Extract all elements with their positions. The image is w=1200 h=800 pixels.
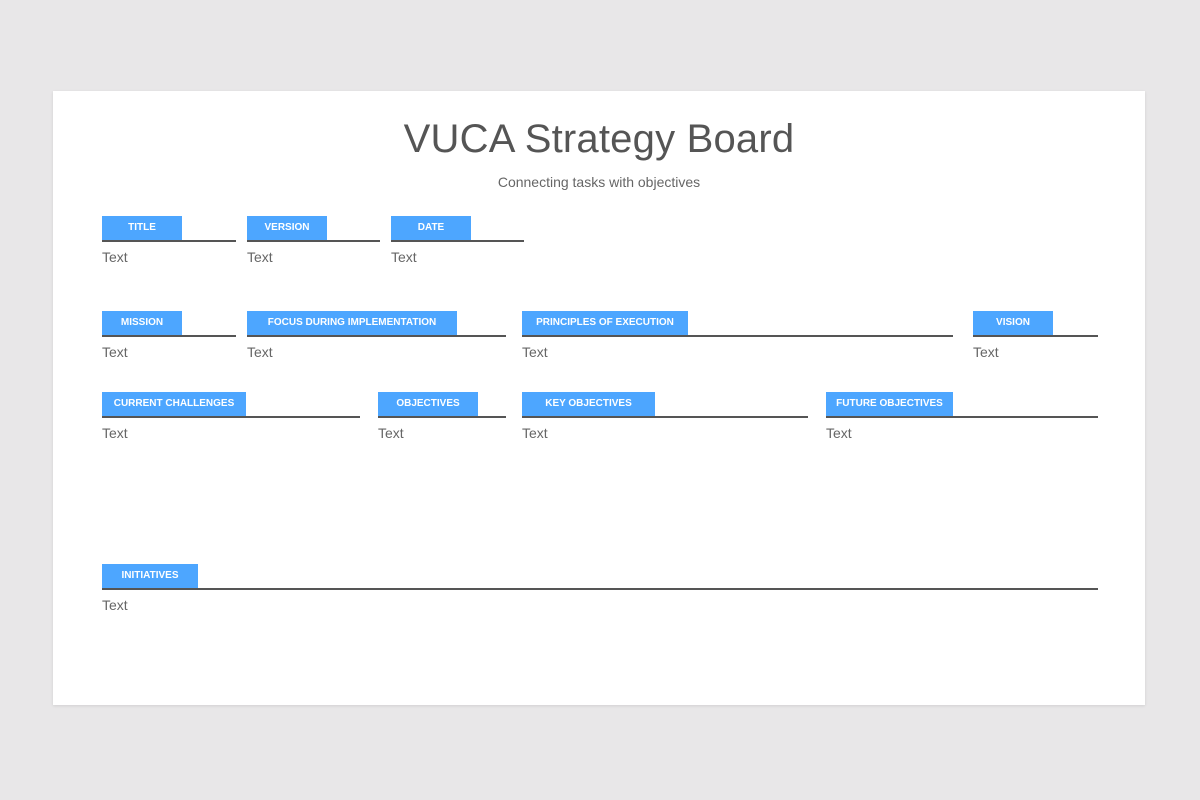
field-vision-value[interactable]: Text <box>973 344 999 360</box>
field-focus-label: FOCUS DURING IMPLEMENTATION <box>247 311 457 335</box>
field-objectives-label: OBJECTIVES <box>378 392 478 416</box>
field-current-challenges-label: CURRENT CHALLENGES <box>102 392 246 416</box>
field-focus-underline <box>247 335 506 337</box>
field-title-label: TITLE <box>102 216 182 240</box>
field-mission-underline <box>102 335 236 337</box>
field-version-underline <box>247 240 380 242</box>
field-date-label: DATE <box>391 216 471 240</box>
field-initiatives-label: INITIATIVES <box>102 564 198 588</box>
field-title-underline <box>102 240 236 242</box>
field-version-label: VERSION <box>247 216 327 240</box>
field-current-challenges-underline <box>102 416 360 418</box>
strategy-board-slide: VUCA Strategy Board Connecting tasks wit… <box>53 91 1145 705</box>
field-vision-underline <box>973 335 1098 337</box>
field-initiatives-value[interactable]: Text <box>102 597 128 613</box>
field-objectives-value[interactable]: Text <box>378 425 404 441</box>
field-focus-value[interactable]: Text <box>247 344 273 360</box>
field-principles-underline <box>522 335 953 337</box>
field-future-objectives-label: FUTURE OBJECTIVES <box>826 392 953 416</box>
field-version-value[interactable]: Text <box>247 249 273 265</box>
field-date-underline <box>391 240 524 242</box>
field-current-challenges-value[interactable]: Text <box>102 425 128 441</box>
field-mission-label: MISSION <box>102 311 182 335</box>
field-key-objectives-value[interactable]: Text <box>522 425 548 441</box>
board-subtitle: Connecting tasks with objectives <box>497 174 701 190</box>
field-principles-label: PRINCIPLES OF EXECUTION <box>522 311 688 335</box>
field-vision-label: VISION <box>973 311 1053 335</box>
board-title: VUCA Strategy Board <box>403 117 795 161</box>
field-future-objectives-underline <box>826 416 1098 418</box>
field-principles-value[interactable]: Text <box>522 344 548 360</box>
field-initiatives-underline <box>102 588 1098 590</box>
field-date-value[interactable]: Text <box>391 249 417 265</box>
field-key-objectives-underline <box>522 416 808 418</box>
field-future-objectives-value[interactable]: Text <box>826 425 852 441</box>
field-title-value[interactable]: Text <box>102 249 128 265</box>
field-key-objectives-label: KEY OBJECTIVES <box>522 392 655 416</box>
field-objectives-underline <box>378 416 506 418</box>
field-mission-value[interactable]: Text <box>102 344 128 360</box>
